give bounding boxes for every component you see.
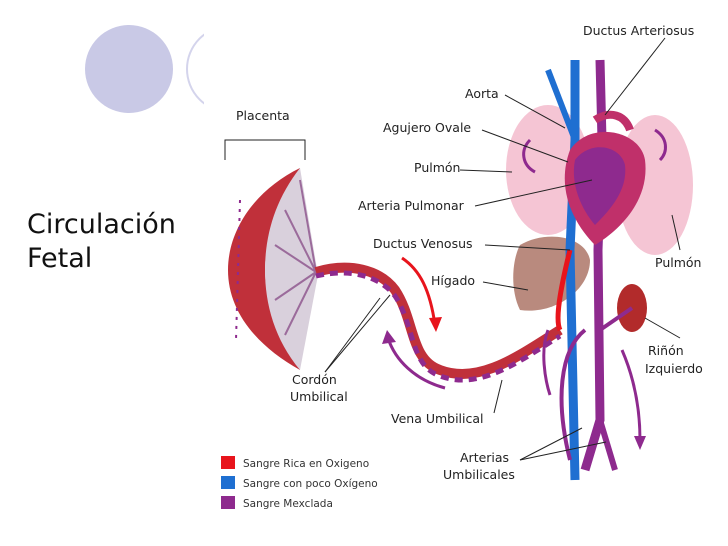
placenta-illustration [228,168,318,370]
label-cordon-line2: Umbilical [290,389,348,404]
label-aorta: Aorta [465,86,499,101]
label-pulmon-right: Pulmón [655,255,701,270]
label-agujero-ovale: Agujero Ovale [383,120,471,135]
label-cordon-line1: Cordón [292,372,337,387]
legend: Sangre Rica en Oxigeno Sangre con poco O… [221,456,378,510]
title-line-1: Circulación [27,209,176,240]
legend-label-oxygen-rich: Sangre Rica en Oxigeno [243,458,369,470]
label-vena-umbilical: Vena Umbilical [391,411,484,426]
legend-swatch-red [221,456,235,469]
legend-swatch-blue [221,476,235,489]
heart-illustration [522,110,667,245]
label-ductus-venosus: Ductus Venosus [373,236,473,251]
leader-lines [224,37,681,461]
label-rinon-line1: Riñón [648,343,684,358]
label-arterias-line1: Arterias [460,450,509,465]
label-arterias-line2: Umbilicales [443,467,515,482]
umbilical-cord-illustration [314,256,563,390]
label-rinon-line2: Izquierdo [645,361,703,376]
legend-label-mixed: Sangre Mexclada [243,498,333,510]
legend-label-low-oxygen: Sangre con poco Oxígeno [243,478,378,490]
decorative-circle-filled [85,25,173,113]
label-placenta: Placenta [236,108,290,123]
legend-swatch-purple [221,496,235,509]
label-higado: Hígado [431,273,475,288]
title-line-2: Fetal [27,243,93,274]
label-ductus-arteriosus: Ductus Arteriosus [583,23,694,38]
slide-title: Circulación Fetal [27,208,176,276]
label-arteria-pulmonar: Arteria Pulmonar [358,198,465,213]
label-pulmon-left: Pulmón [414,160,460,175]
